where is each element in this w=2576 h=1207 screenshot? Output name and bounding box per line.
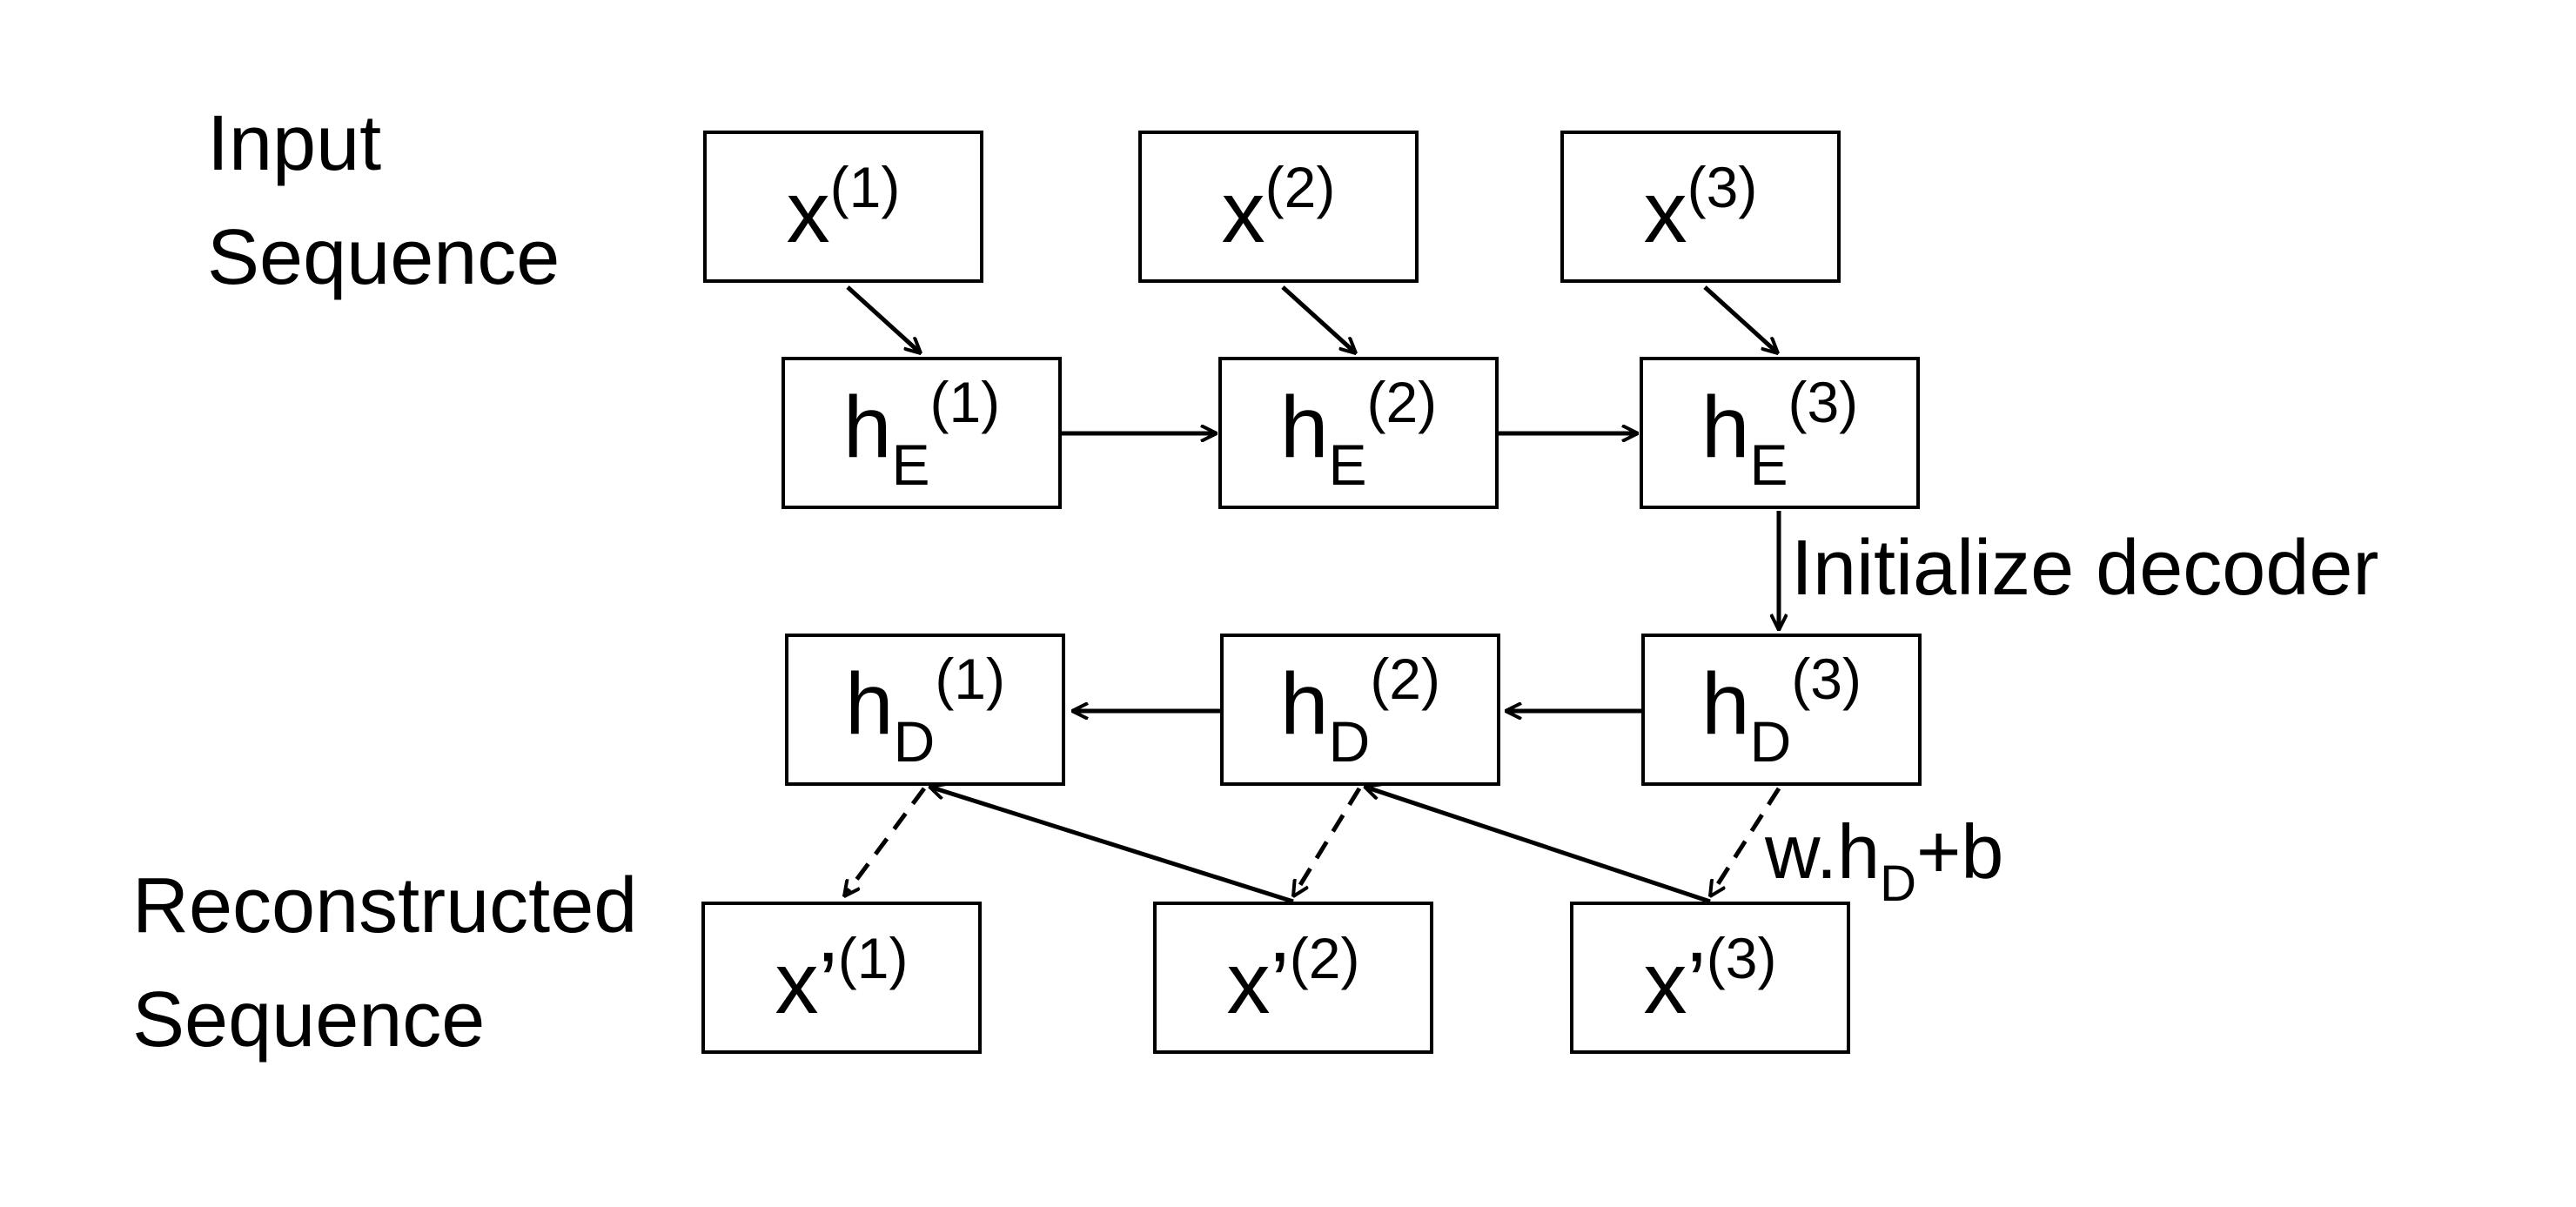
input-node-1: x(1)	[703, 131, 983, 283]
decoder-node-3: hD(3)	[1641, 634, 1922, 786]
dashed-arrow-dec3-to-out3	[1710, 787, 1781, 896]
dashed-arrow-dec2-to-out2	[1293, 787, 1362, 896]
initialize-decoder-label: Initialize decoder	[1791, 525, 2379, 612]
decoder-node-1: hD(1)	[785, 634, 1065, 786]
input-node-2: x(2)	[1138, 131, 1419, 283]
arrow-input2-to-enc2	[1281, 285, 1356, 353]
output-node-2: x’(2)	[1153, 902, 1433, 1054]
arrow-out2-to-dec1	[929, 787, 1294, 904]
arrow-input3-to-enc3	[1703, 285, 1778, 353]
output-node-1: x’(1)	[701, 902, 982, 1054]
input-sequence-label: Input Sequence	[207, 100, 560, 301]
decoder-node-2: hD(2)	[1220, 634, 1500, 786]
encoder-node-1: hE(1)	[782, 357, 1062, 509]
reconstructed-sequence-label: Reconstructed Sequence	[132, 862, 638, 1063]
output-projection-formula: w.hD+b	[1765, 808, 2004, 912]
dashed-arrow-dec1-to-out1	[844, 787, 927, 896]
input-node-3: x(3)	[1560, 131, 1841, 283]
output-node-3: x’(3)	[1570, 902, 1850, 1054]
arrow-out3-to-dec2	[1365, 787, 1711, 904]
arrow-input1-to-enc1	[846, 285, 921, 353]
encoder-node-2: hE(2)	[1218, 357, 1499, 509]
encoder-node-3: hE(3)	[1640, 357, 1920, 509]
